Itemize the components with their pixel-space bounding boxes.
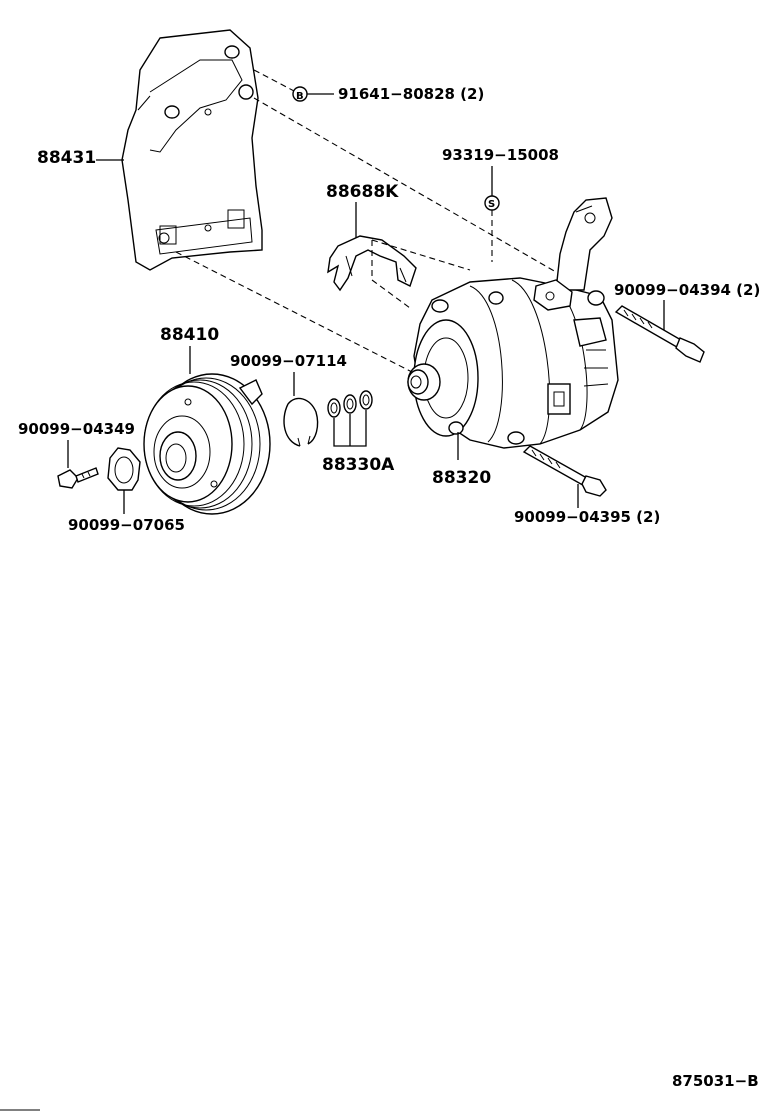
- label-90099-04395: 90099−04395 (2): [514, 508, 660, 526]
- bolt-90099-04395[interactable]: [522, 445, 607, 497]
- label-93319-15008: 93319−15008: [442, 146, 559, 164]
- dash-bracket-compressor-bottom: [175, 251, 413, 373]
- diagram-code: 875031−B: [672, 1072, 759, 1090]
- wire-clamp-88688K[interactable]: [327, 235, 417, 292]
- washer-90099-07065[interactable]: [107, 447, 141, 491]
- dash-clamp-2: [371, 279, 411, 309]
- label-88688K: 88688K: [326, 182, 399, 202]
- bolt-90099-04394[interactable]: [614, 305, 705, 363]
- dash-clamp-1: [371, 239, 471, 271]
- label-88330A: 88330A: [322, 455, 395, 475]
- bolt-marker-letter: B: [296, 91, 304, 102]
- bolt-90099-04349[interactable]: [57, 467, 99, 489]
- bracket-88431[interactable]: [121, 29, 263, 271]
- label-91641-80828: 91641−80828 (2): [338, 85, 484, 103]
- label-88431: 88431: [37, 148, 96, 168]
- seal-marker-letter: S: [488, 199, 495, 210]
- label-90099-04349: 90099−04349: [18, 420, 135, 438]
- clutch-pulley-88410[interactable]: [143, 373, 271, 515]
- label-90099-07114: 90099−07114: [230, 352, 347, 370]
- snap-ring-90099-07114[interactable]: [283, 397, 319, 447]
- label-90099-07065: 90099−07065: [68, 516, 185, 534]
- label-88320: 88320: [432, 468, 491, 488]
- label-88410: 88410: [160, 325, 219, 345]
- dash-bracket-bolt: [253, 69, 297, 93]
- compressor-88320[interactable]: [407, 197, 619, 449]
- label-90099-04394: 90099−04394 (2): [614, 281, 760, 299]
- dash-bracket-compressor-top: [253, 97, 557, 273]
- shims-88330A[interactable]: [327, 390, 373, 418]
- leader-88330A: [333, 410, 367, 447]
